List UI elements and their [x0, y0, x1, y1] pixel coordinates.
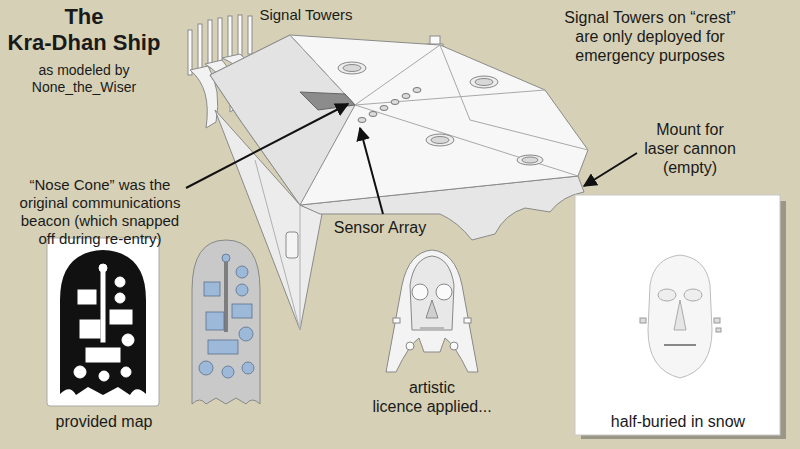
- text-line: Mount for: [644, 120, 736, 139]
- text-line: artistic: [372, 378, 491, 397]
- note-text: Signal Towers on “crest” are only deploy…: [564, 8, 735, 66]
- hatches: [338, 62, 543, 165]
- text-line: Signal Towers: [259, 6, 352, 24]
- snow-scene: [575, 195, 786, 439]
- figure-caption: half-buried in snow: [611, 412, 745, 431]
- keel-gun: [286, 232, 298, 258]
- sensor-array: [358, 88, 421, 123]
- page-title: The Kra-Dhan Ship: [8, 4, 161, 57]
- text-line: Sensor Array: [334, 218, 426, 237]
- text-line: Signal Towers on “crest”: [564, 8, 735, 27]
- text-line: are only deployed for: [564, 27, 735, 46]
- text-line: emergency purposes: [564, 46, 735, 65]
- callout-label: “Nose Cone” was the original communicati…: [20, 176, 181, 248]
- deck-ridges: [290, 35, 588, 176]
- text-line: provided map: [56, 412, 153, 431]
- upper-deck: [210, 35, 588, 205]
- text-line: (empty): [644, 158, 736, 177]
- leader-arrows: [186, 104, 637, 214]
- callout-label: Signal Towers: [259, 6, 352, 24]
- text-line: half-buried in snow: [611, 412, 745, 431]
- credit-note: as modeled by None_the_Wiser: [32, 62, 136, 96]
- text-line: laser cannon: [644, 139, 736, 158]
- text-line: licence applied...: [372, 397, 491, 416]
- figure-caption: provided map: [56, 412, 153, 431]
- callout-label: Mount for laser cannon (empty): [644, 120, 736, 178]
- deck-left-face: [210, 35, 355, 205]
- text-line: Kra-Dhan Ship: [8, 30, 161, 56]
- provided-map: [47, 238, 159, 406]
- callout-label: Sensor Array: [334, 218, 426, 237]
- ship-bottom-view: [386, 250, 478, 372]
- text-line: The: [8, 4, 161, 30]
- text-line: off during re-entry): [20, 230, 181, 248]
- text-line: beacon (which snapped: [20, 212, 181, 230]
- text-line: “Nose Cone” was the: [20, 176, 181, 194]
- coloured-map: [192, 240, 260, 404]
- text-line: None_the_Wiser: [32, 79, 136, 96]
- text-line: as modeled by: [32, 62, 136, 79]
- cockpit-wedge: [300, 92, 355, 110]
- figure-caption: artistic licence applied...: [372, 378, 491, 416]
- text-line: original communications: [20, 194, 181, 212]
